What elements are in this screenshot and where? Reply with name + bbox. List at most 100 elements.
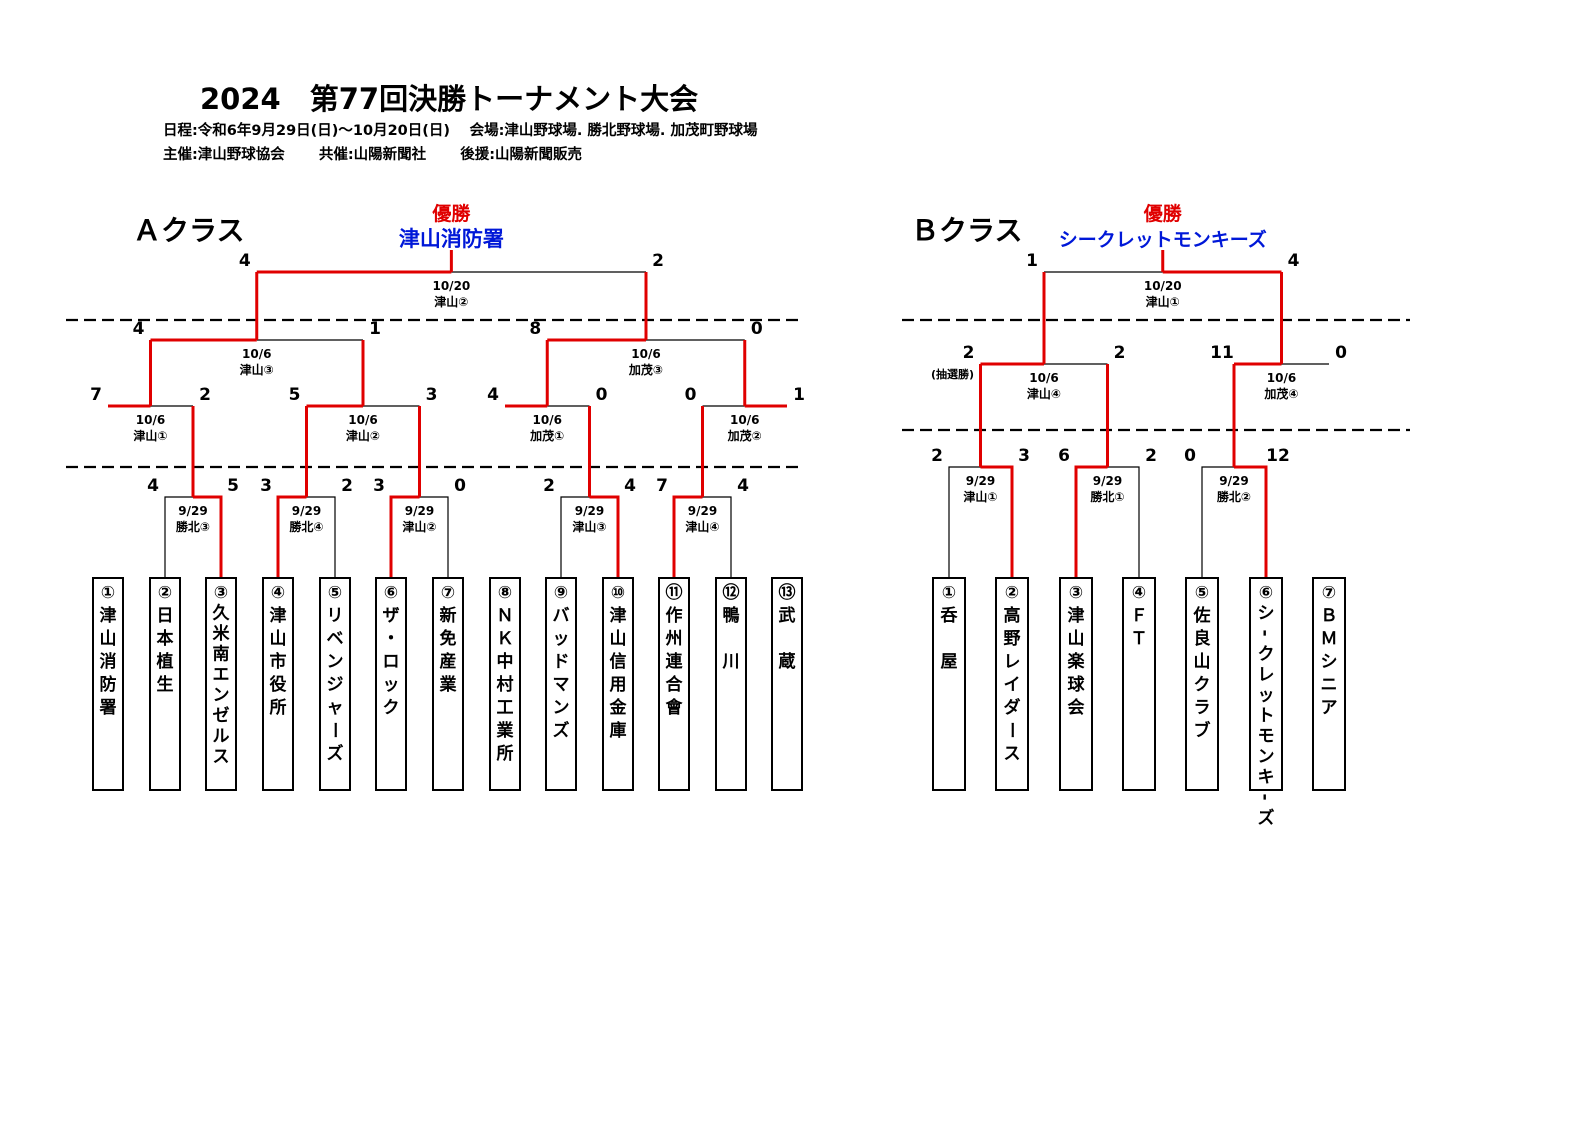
b-team-5-char: 良 [1194,628,1211,649]
a-team-2-char: 植 [157,651,174,672]
a-r1-match-3-right-score: 0 [454,476,466,496]
b-team-7-char: ニ [1321,675,1338,695]
b-team-5-char: ブ [1194,720,1211,741]
organizer-info: 主催:津山野球協会 共催:山陽新聞社 後援:山陽新聞販売 [163,147,582,163]
b-r2-match-2-right-score: 0 [1335,343,1347,363]
a-r1-match-5-date: 9/29 [688,504,717,518]
a-team-4-char: 津 [270,605,287,626]
a-team-3-char: ル [213,727,230,747]
a-r2-match-2-venue: 津山② [346,428,380,443]
b-team-1-box [932,577,966,791]
a-team-5-char: ン [327,652,344,672]
a-team-8-char: 業 [497,720,514,741]
b-r2-match-1-left-score: 2 [963,343,975,363]
b-team-5-char: 佐 [1193,605,1211,626]
a-team-10-char: 庫 [610,720,627,741]
b-team-3-char: 楽 [1068,651,1086,672]
b-team-2-char: イ [1004,675,1021,695]
a-r2-match-3-right-score: 0 [596,385,608,405]
a-team-5-char: ズ [327,743,344,764]
a-r2-match-4-venue: 加茂② [727,428,762,443]
a-team-10-char: 金 [609,697,628,718]
a-team-10-char: 用 [610,675,627,695]
a-r2-match-1-date: 10/6 [136,413,165,427]
a-team-13-box [771,577,803,791]
a-team-8-char: 村 [497,674,514,695]
b-r2-match-1-date: 10/6 [1029,371,1058,385]
a-team-3-char: ゼ [213,705,230,726]
b-team-6-char: - [1255,629,1275,636]
a-team-1-char: 署 [99,698,117,718]
b-team-3-char: 会 [1068,697,1085,718]
a-team-8-box [489,577,521,791]
b-team-7-char: ア [1321,698,1338,718]
a-team-7-char: 新 [440,605,457,626]
b-r1-match-3-left-score: 0 [1184,446,1196,466]
a-team-8-char: 中 [497,651,514,672]
a-team-5-char: ー [324,722,344,739]
a-team-9-char: ⑨ [554,583,568,603]
b-team-5-char: ラ [1194,698,1211,718]
a-r2-match-3-venue: 加茂① [529,428,564,443]
a-class-label: Ａクラス [133,214,244,247]
a-team-6-char: ロ [383,652,400,672]
a-team-12-char: 川 [722,652,740,672]
b-r2-match-2-venue: 加茂④ [1263,386,1298,401]
b-team-6-char: キ [1258,768,1275,788]
b-r1-match-1-right-line [980,465,1014,578]
b-team-3-char: 球 [1068,675,1086,695]
a-champion-name: 津山消防署 [399,227,504,251]
b-team-6-char: - [1255,793,1275,800]
b-team-1-char: 屋 [941,652,958,672]
a-team-9-char: バ [553,606,570,626]
a-team-7-char: 業 [440,674,457,695]
b-team-7-box [1312,577,1346,791]
a-team-9-char: ン [553,698,570,718]
a-team-12-char: ⑫ [723,582,740,603]
a-team-1-char: 津 [100,605,117,626]
a-team-4-char: 山 [270,629,287,649]
a-team-10-char: ⑩ [611,583,625,603]
a-r1-match-2-date: 9/29 [292,504,321,518]
a-team-11-char: 會 [665,697,684,718]
b-team-4-char: ④ [1132,583,1146,603]
a-team-4-char: ④ [271,583,285,603]
b-team-7-char: シ [1321,652,1338,672]
a-team-6-char: ⑥ [384,583,398,603]
b-team-6-char: ト [1258,706,1275,726]
a-r3-match-2-venue: 加茂③ [628,362,663,377]
b-final-left-score: 1 [1026,251,1038,271]
a-team-7-char: ⑦ [441,583,455,603]
b-team-2-char: 野 [1004,629,1021,649]
b-team-3-char: ③ [1069,583,1083,603]
a-r2-match-4-date: 10/6 [730,413,759,427]
b-r1-match-2-right-score: 2 [1145,446,1157,466]
b-team-6-char: ン [1258,747,1275,767]
b-team-5-char: ⑤ [1195,583,1209,603]
a-team-5-char: ⑤ [328,583,342,603]
a-r1-match-4-left-line [560,496,590,578]
a-r1-match-5-left-line [672,495,703,578]
a-r1-match-4-left-score: 2 [543,476,555,496]
a-final-left-score: 4 [239,251,251,271]
a-r1-match-2-venue: 勝北④ [289,519,323,534]
a-r2-match-1-left-score: 7 [90,385,102,405]
a-r2-match-1-venue: 津山① [133,428,167,443]
a-team-5-char: ベ [327,629,344,649]
a-team-3-char: ③ [214,583,228,603]
page-title: 2024 第77回決勝トーナメント大会 [200,82,699,116]
a-team-1-char: 山 [100,629,117,649]
b-team-2-char: ダ [1004,697,1021,718]
a-team-3-char: ン [213,686,230,706]
a-team-8-char: Ｎ [497,606,514,626]
a-team-4-char: 市 [270,651,287,672]
a-r2-match-3-date: 10/6 [533,413,562,427]
b-r1-match-2-venue: 勝北① [1090,489,1124,504]
b-final-venue: 津山① [1146,294,1180,309]
a-final-venue: 津山② [434,294,468,309]
b-r1-match-3-venue: 勝北② [1217,489,1251,504]
a-r1-match-3-left-score: 3 [373,476,385,496]
b-champion-name: シークレットモンキーズ [1059,228,1267,251]
a-r1-match-3-date: 9/29 [405,504,434,518]
a-r1-match-3-right-line [419,496,449,578]
